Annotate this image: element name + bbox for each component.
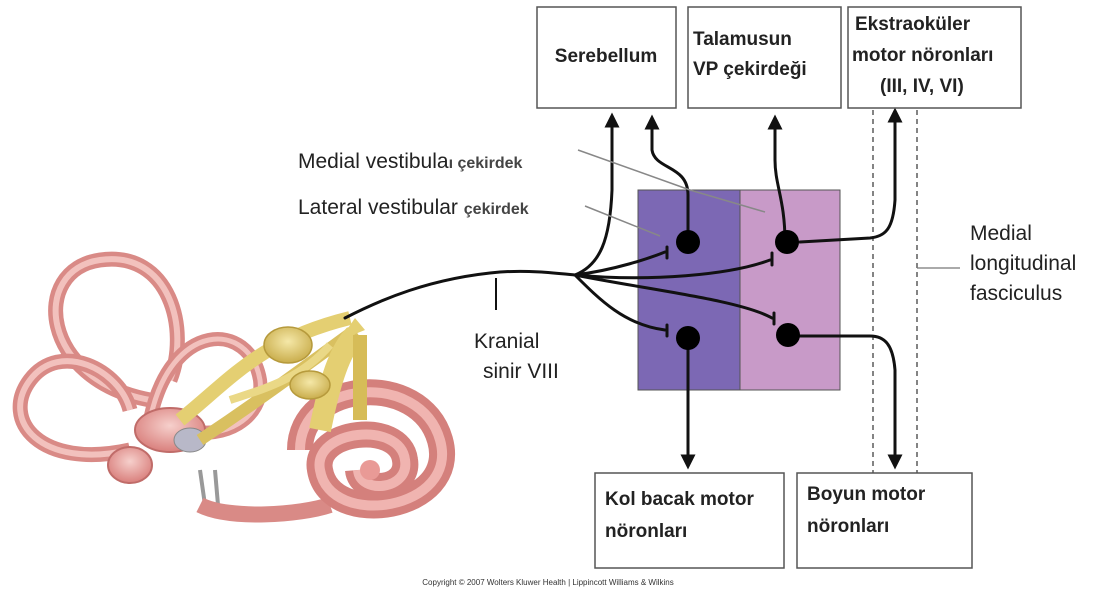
saccule (108, 447, 152, 483)
cerebellum-label: Serebellum (555, 46, 657, 67)
cranial-nerve-label-line1: Kranial (474, 330, 539, 353)
thalamus-box: Talamusun VP çekirdeği (688, 7, 841, 108)
inner-ear-illustration (20, 259, 442, 514)
limb-motor-box: Kol bacak motor nöronları (595, 473, 784, 568)
neck-motor-label-line1: Boyun motor (807, 484, 926, 505)
vestibular-ganglion (264, 327, 312, 363)
thalamus-label-line2: VP çekirdeği (693, 59, 807, 80)
lateral-upper-neuron (775, 230, 799, 254)
medial-upper-neuron (676, 230, 700, 254)
lateral-vestibular-nucleus-label: Lateral vestibular çekirdek (298, 196, 529, 219)
neck-motor-box: Boyun motor nöronları (797, 473, 972, 568)
lateral-lower-neuron (776, 323, 800, 347)
mlf-label-line2: longitudinal (970, 252, 1076, 275)
cerebellum-box: Serebellum (537, 7, 676, 108)
medial-lower-neuron (676, 326, 700, 350)
neck-motor-label-line2: nöronları (807, 516, 889, 537)
extraocular-box: Ekstraoküler motor nöronları (III, IV, V… (848, 7, 1021, 108)
limb-motor-label-line1: Kol bacak motor (605, 489, 754, 510)
thalamus-label-line1: Talamusun (693, 29, 792, 50)
extraocular-label-line1: Ekstraoküler (855, 14, 971, 35)
lateral-vestibular-nucleus-block (740, 190, 840, 390)
extraocular-label-line3: (III, IV, VI) (880, 76, 964, 97)
medial-vestibular-nucleus-label: Medial vestibulaı çekirdek (298, 150, 523, 173)
limb-motor-label-line2: nöronları (605, 521, 687, 542)
extraocular-label-line2: motor nöronları (852, 45, 993, 66)
mlf-label-line1: Medial (970, 222, 1032, 245)
mlf-label-line3: fasciculus (970, 282, 1062, 305)
copyright-notice: Copyright © 2007 Wolters Kluwer Health |… (422, 578, 673, 587)
cranial-nerve-label-line2: sinir VIII (483, 360, 559, 383)
